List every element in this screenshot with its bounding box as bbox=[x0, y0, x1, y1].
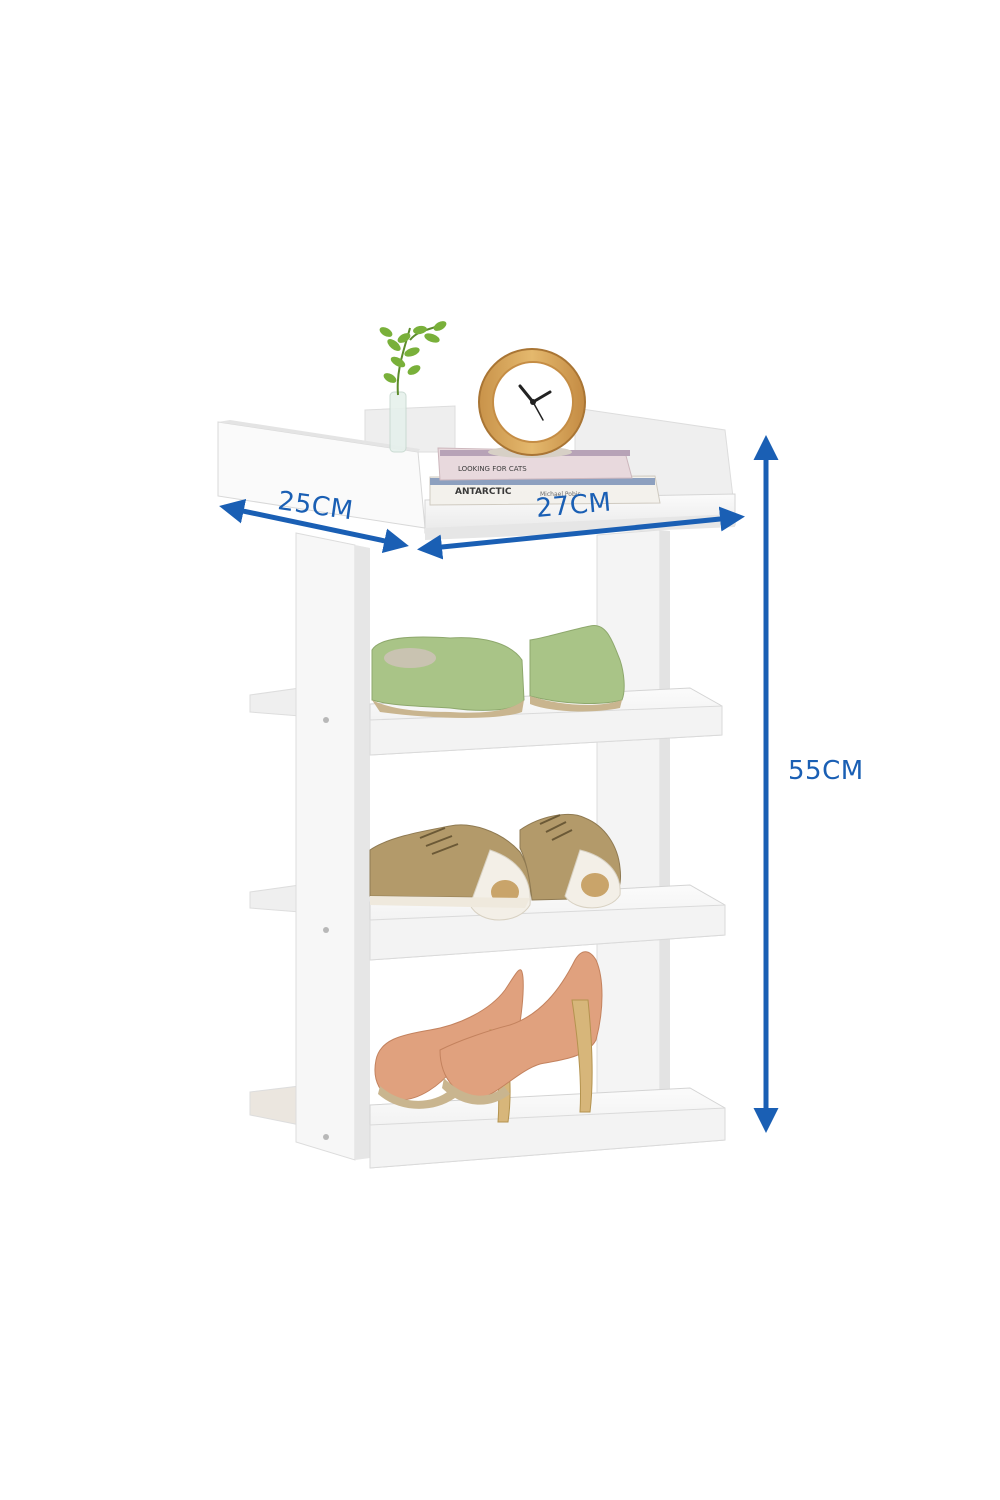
left-post-side bbox=[355, 545, 370, 1160]
right-post bbox=[596, 529, 661, 1119]
shoe-rack bbox=[217, 405, 736, 1169]
plant-icon bbox=[379, 321, 447, 453]
top-decor: ANTARCTIC Michael Pobis LOOKING FOR CATS bbox=[379, 321, 661, 506]
left-shelf-extension-1 bbox=[249, 687, 301, 717]
right-post-side bbox=[660, 530, 670, 1118]
left-base-extension bbox=[249, 1085, 301, 1126]
bottom-book-author: Michael Pobis bbox=[540, 491, 581, 498]
left-post bbox=[295, 532, 356, 1161]
bottom-book-title: ANTARCTIC bbox=[455, 487, 512, 497]
shelf-2-front bbox=[369, 904, 726, 961]
left-shelf-extension-2 bbox=[249, 884, 301, 913]
sneakers bbox=[369, 813, 621, 921]
top-tray-left-wall-edge bbox=[218, 420, 420, 452]
high-heels bbox=[374, 951, 603, 1123]
base-shelf-front bbox=[369, 1107, 726, 1169]
flat-shoes bbox=[371, 624, 625, 718]
clock-icon bbox=[478, 348, 586, 458]
height-label: 55CM bbox=[788, 756, 864, 786]
heel-left bbox=[374, 969, 524, 1101]
flat-shoe-left bbox=[371, 636, 525, 711]
width-arrow bbox=[417, 506, 745, 560]
top-book-title: LOOKING FOR CATS bbox=[458, 465, 527, 473]
dimension-arrow-icon bbox=[219, 435, 779, 1133]
shelf-1-front bbox=[369, 705, 723, 756]
depth-arrow bbox=[219, 498, 409, 554]
flat-shoe-right bbox=[529, 624, 625, 704]
